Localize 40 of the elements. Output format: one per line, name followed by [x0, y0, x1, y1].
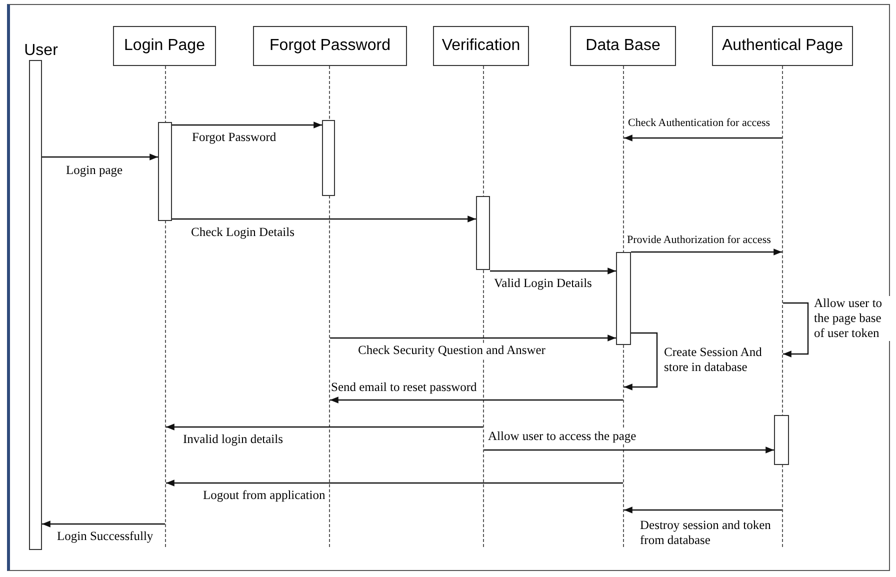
lifeline-header-box: Verification [433, 26, 529, 66]
message-arrow [631, 248, 782, 256]
edge-label: Forgot Password [192, 130, 276, 145]
message-arrow [42, 154, 158, 160]
edge-label: Allow user to access the page [488, 429, 636, 444]
edge-label: Login page [66, 163, 123, 178]
edge-label: Check Security Question and Answer [358, 343, 546, 358]
message-arrow [484, 446, 774, 454]
message-arrow [490, 268, 616, 274]
message-arrow [42, 520, 165, 528]
actor-label: User [20, 40, 62, 62]
lifeline-header-box: Login Page [113, 26, 216, 66]
edge-label: Valid Login Details [494, 276, 592, 291]
message-arrow [330, 396, 623, 404]
edge-label: Check Login Details [191, 225, 294, 240]
activation-bar [29, 60, 42, 550]
edge-label: Send email to reset password [331, 380, 477, 395]
edge-label: Invalid login details [183, 432, 283, 447]
message-arrow [166, 480, 623, 486]
activation-bar [616, 252, 631, 345]
message-arrow [166, 424, 483, 430]
edge-label: Login Successfully [57, 529, 154, 544]
lifeline [165, 66, 166, 547]
activation-bar [476, 196, 490, 270]
edge-label: Logout from application [203, 488, 326, 503]
message-arrow [330, 334, 616, 342]
lifeline-header-box: Authentical Page [712, 26, 853, 66]
message-arrow [172, 216, 476, 222]
activation-bar [774, 415, 789, 465]
message-arrow [624, 332, 658, 390]
message-arrow [172, 122, 322, 128]
message-arrow [783, 302, 809, 358]
message-arrow [624, 506, 782, 514]
lifeline-header-box: Data Base [570, 26, 676, 66]
lifeline-header-box: Forgot Password [253, 26, 407, 66]
lifeline [782, 66, 783, 547]
activation-bar [322, 120, 335, 196]
lifeline [329, 66, 330, 547]
message-arrow [624, 134, 782, 142]
activation-bar [158, 122, 172, 221]
